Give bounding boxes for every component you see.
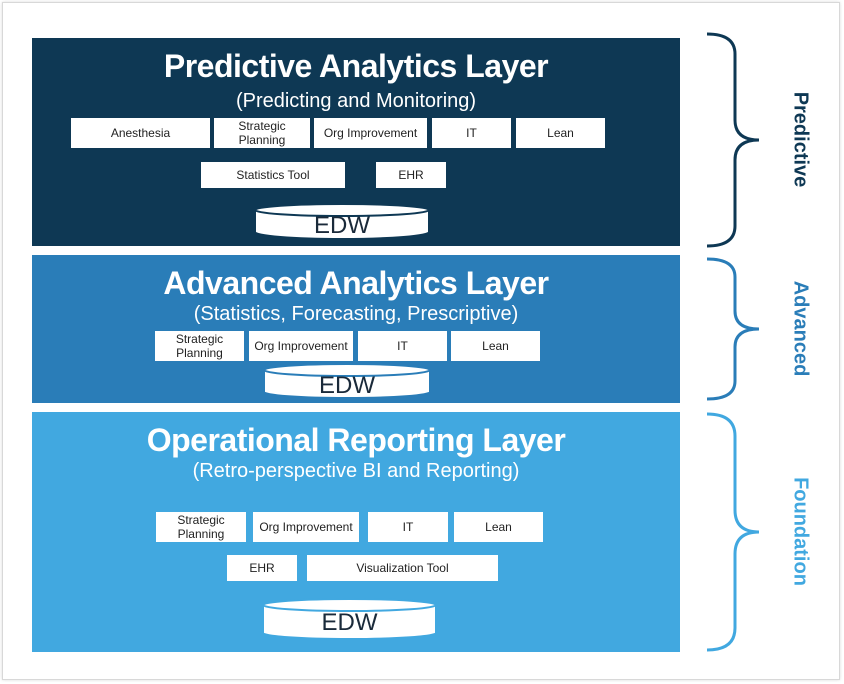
box-it: IT <box>358 331 447 361</box>
edw-label: EDW <box>319 372 375 399</box>
side-label-advanced: Advanced <box>789 280 812 377</box>
box-visualization-tool: Visualization Tool <box>307 555 498 581</box>
box-lean: Lean <box>516 118 605 148</box>
predictive-layer-title: Predictive Analytics Layer <box>163 48 549 84</box>
predictive-layer: Predictive Analytics Layer (Predicting a… <box>32 38 680 246</box>
database-icon <box>254 203 430 240</box>
edw-label: EDW <box>321 609 378 636</box>
edw-database: EDW <box>253 202 431 240</box>
advanced-layer-subtitle: (Statistics, Forecasting, Prescriptive) <box>193 303 519 325</box>
edw-label: EDW <box>314 212 370 239</box>
box-it: IT <box>432 118 511 148</box>
database-icon <box>262 598 437 641</box>
side-label-predictive: Predictive <box>789 91 812 188</box>
foundation-brace-icon <box>706 412 760 652</box>
box-lean: Lean <box>451 331 540 361</box>
operational-layer: Operational Reporting Layer (Retro-persp… <box>32 412 680 652</box>
box-strategic-planning: Strategic Planning <box>155 331 244 361</box>
advanced-layer-title: Advanced Analytics Layer <box>163 265 549 301</box>
box-org-improvement: Org Improvement <box>249 331 353 361</box>
operational-layer-subtitle: (Retro-perspective BI and Reporting) <box>192 460 520 482</box>
box-ehr: EHR <box>227 555 297 581</box>
box-strategic-planning: Strategic Planning <box>156 512 246 542</box>
advanced-layer: Advanced Analytics Layer (Statistics, Fo… <box>32 255 680 403</box>
edw-database: EDW <box>261 597 438 641</box>
box-ehr: EHR <box>376 162 446 188</box>
database-icon <box>263 363 431 399</box>
predictive-brace-icon <box>706 32 760 248</box>
box-anesthesia: Anesthesia <box>71 118 210 148</box>
predictive-layer-subtitle: (Predicting and Monitoring) <box>235 90 477 112</box>
side-label-foundation: Foundation <box>789 477 812 586</box>
box-lean: Lean <box>454 512 543 542</box>
box-it: IT <box>368 512 448 542</box>
operational-layer-title: Operational Reporting Layer <box>146 422 566 458</box>
box-org-improvement: Org Improvement <box>253 512 359 542</box>
box-statistics-tool: Statistics Tool <box>201 162 345 188</box>
advanced-brace-icon <box>706 257 760 401</box>
box-org-improvement: Org Improvement <box>314 118 427 148</box>
box-strategic-planning: Strategic Planning <box>214 118 310 148</box>
edw-database: EDW <box>262 362 432 399</box>
